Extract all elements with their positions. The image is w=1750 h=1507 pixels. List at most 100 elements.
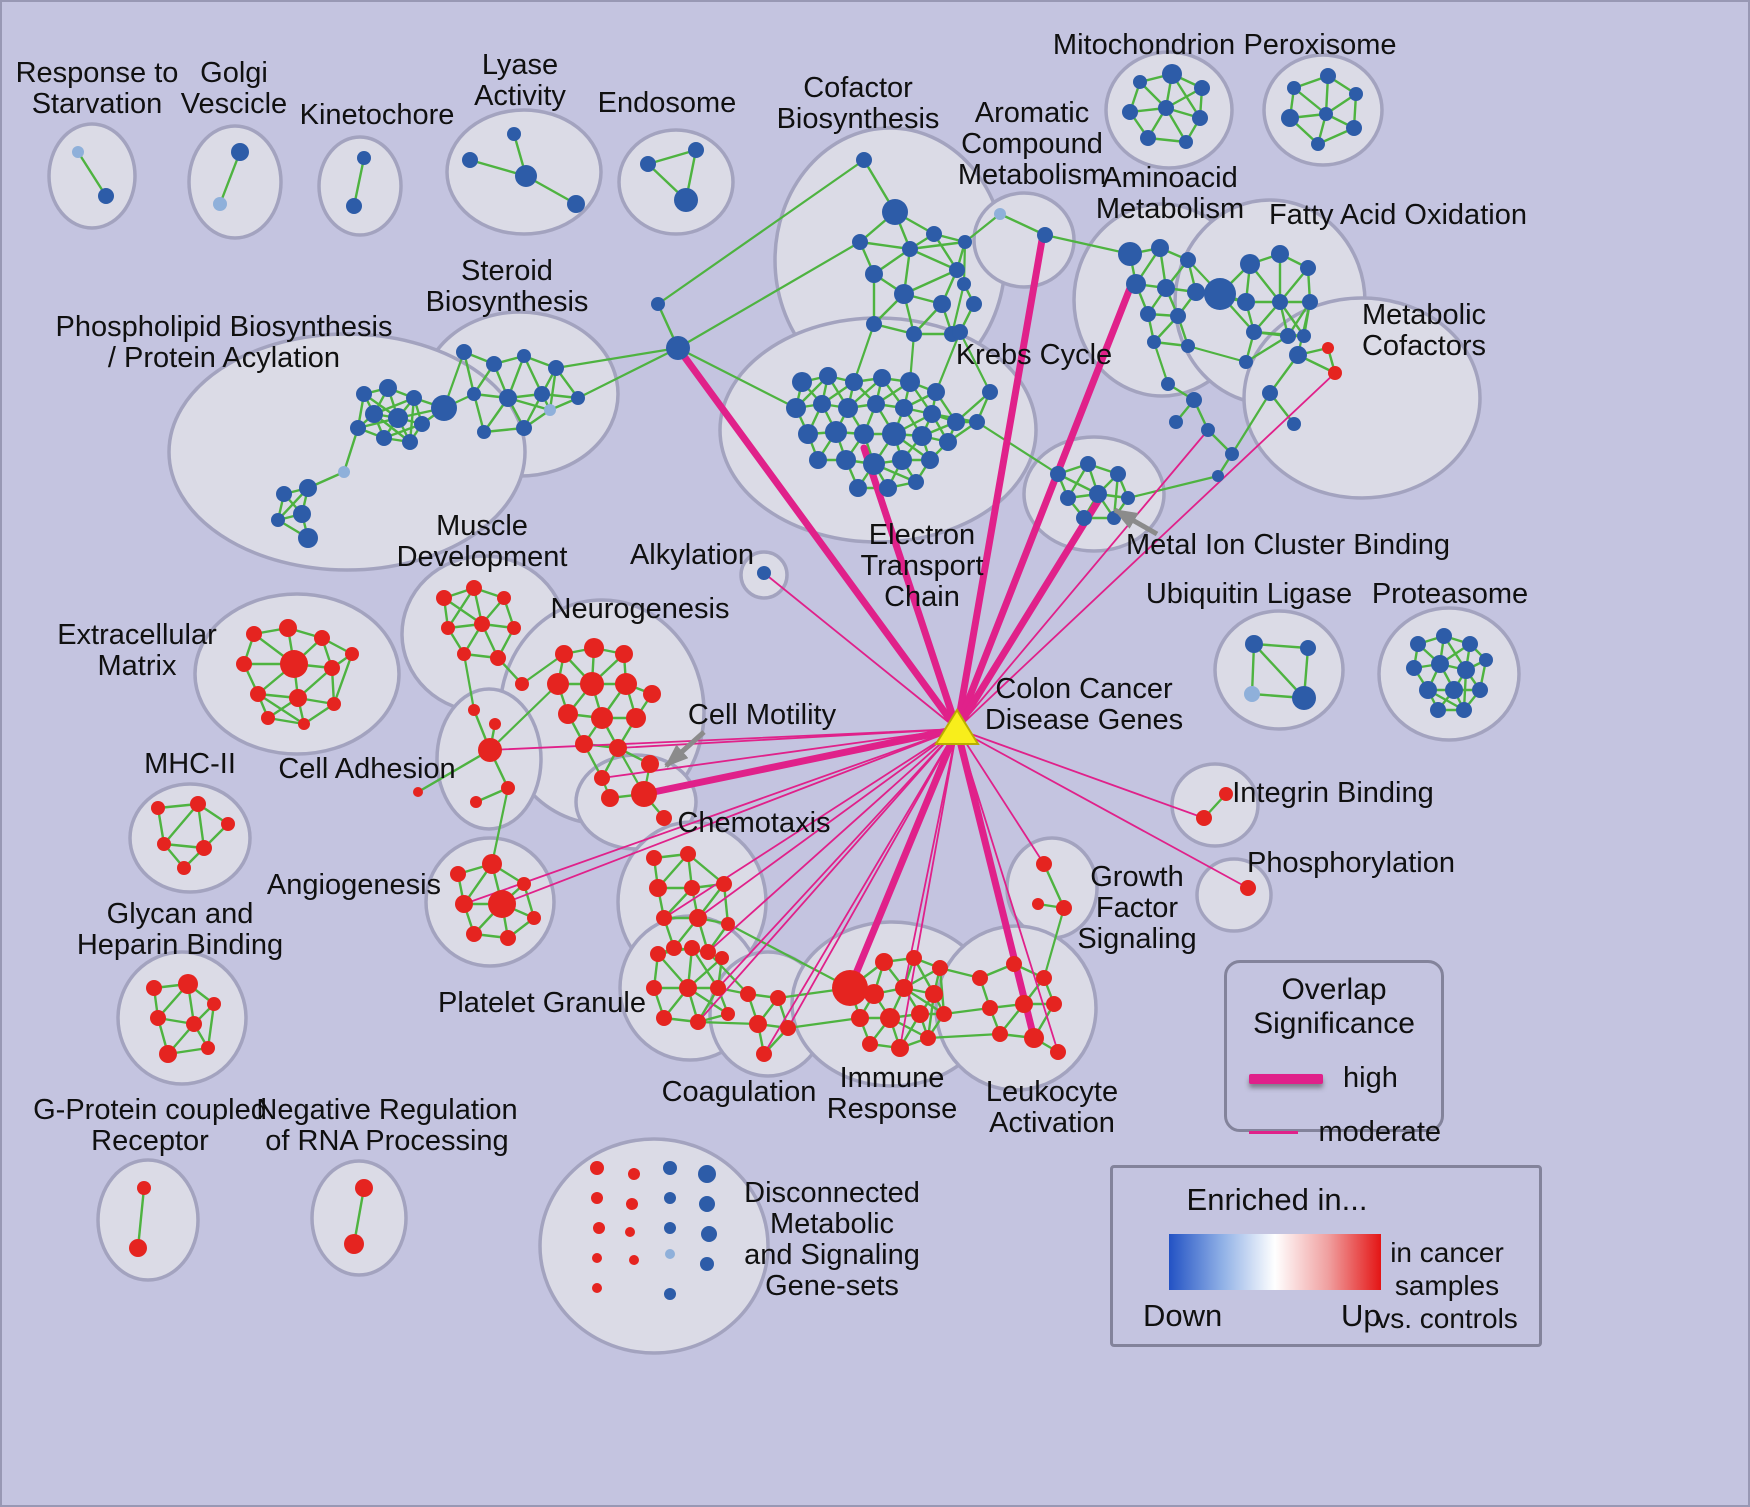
cluster-label-proteasome: Proteasome — [1372, 578, 1528, 610]
gene-set-node — [457, 647, 471, 661]
gene-set-node — [345, 647, 359, 661]
hub-edge-moderate — [663, 728, 958, 919]
hub-edge-moderate — [717, 728, 958, 989]
gene-set-node — [293, 505, 311, 523]
gene-set-node — [555, 645, 573, 663]
inter-cluster-edge — [488, 682, 560, 752]
gene-set-node — [656, 910, 672, 926]
gene-set-node — [201, 1041, 215, 1055]
gene-set-node — [314, 630, 330, 646]
gene-set-edge — [998, 212, 1047, 237]
gene-set-node — [1006, 956, 1022, 972]
cluster-label-angiogenesis: Angiogenesis — [267, 869, 441, 901]
gene-set-node — [895, 979, 913, 997]
gene-set-node — [470, 796, 482, 808]
gene-set-node — [157, 837, 171, 851]
gene-set-node — [276, 486, 292, 502]
cluster-g-protein-coupled-receptor-ellipse — [96, 1158, 200, 1282]
gene-set-node — [972, 970, 988, 986]
gene-set-node — [1036, 970, 1052, 986]
overlap-legend-title-line1: Overlap — [1281, 973, 1387, 1006]
gene-set-node — [699, 1196, 715, 1212]
gene-set-node — [1204, 278, 1236, 310]
gene-set-node — [1180, 252, 1196, 268]
gene-set-node — [716, 876, 732, 892]
gene-set-node — [689, 909, 707, 927]
gene-set-node — [770, 990, 786, 1006]
gene-set-node — [246, 626, 262, 642]
gene-set-node — [1118, 242, 1142, 266]
gene-set-node — [231, 143, 249, 161]
cluster-aromatic-compound-metabolism-ellipse — [972, 191, 1076, 289]
gene-set-node — [338, 466, 350, 478]
hub-edge-moderate — [601, 728, 958, 779]
inter-cluster-edge — [975, 420, 1060, 476]
inter-cluster-edge — [554, 346, 680, 370]
gene-set-node — [927, 383, 945, 401]
hub-edge-moderate — [763, 728, 958, 1055]
gene-set-node — [663, 1161, 677, 1175]
gene-set-node — [1302, 294, 1318, 310]
gene-set-node — [567, 195, 585, 213]
gene-set-node — [838, 398, 858, 418]
gene-set-node — [601, 789, 619, 807]
enrichment-note-line2: samples — [1394, 1270, 1500, 1301]
gene-set-node — [992, 1026, 1008, 1042]
gene-set-node — [499, 389, 517, 407]
gene-set-node — [809, 451, 827, 469]
gene-set-node — [517, 877, 531, 891]
gene-set-node — [651, 297, 665, 311]
gene-set-node — [515, 165, 537, 187]
enrichment-note: in cancer samples vs. controls — [1365, 1236, 1529, 1335]
gene-set-node — [299, 479, 317, 497]
gene-set-node — [177, 861, 191, 875]
inter-cluster-edge — [1042, 906, 1066, 980]
gene-set-node — [468, 704, 480, 716]
gene-set-node — [1194, 80, 1210, 96]
gene-set-node — [873, 369, 891, 387]
cluster-label-platelet-granule: Platelet Granule — [438, 987, 646, 1019]
gene-set-node — [1240, 880, 1256, 896]
inter-cluster-edge — [706, 950, 750, 996]
gene-set-node — [1196, 810, 1212, 826]
gene-set-node — [594, 770, 610, 786]
gene-set-node — [920, 1030, 936, 1046]
gene-set-node — [640, 156, 656, 172]
overlap-legend-title-line2: Significance — [1253, 1007, 1415, 1040]
gene-set-node — [615, 645, 633, 663]
inter-cluster-edge — [950, 282, 966, 336]
gene-set-node — [544, 404, 556, 416]
gene-set-node — [1281, 109, 1299, 127]
gene-set-node — [1201, 423, 1215, 437]
gene-set-node — [1050, 466, 1066, 482]
gene-set-node — [1161, 377, 1175, 391]
gene-set-node — [346, 198, 362, 214]
hub-edge-moderate — [956, 429, 1209, 730]
gene-set-node — [298, 718, 310, 730]
cluster-label-metal-ion-cluster-binding: Metal Ion Cluster Binding — [1126, 529, 1450, 561]
gene-set-node — [698, 1165, 716, 1183]
gene-set-node — [688, 142, 704, 158]
gene-set-node — [891, 1039, 909, 1057]
gene-set-node — [1462, 636, 1478, 652]
pointer-arrow — [1113, 507, 1159, 537]
gene-set-node — [186, 1016, 202, 1032]
gene-set-node — [516, 420, 532, 436]
gene-set-node — [1140, 130, 1156, 146]
enrichment-down-label: Down — [1143, 1298, 1223, 1333]
cluster-label-phosphorylation: Phosphorylation — [1247, 847, 1455, 879]
gene-set-node — [580, 672, 604, 696]
gene-set-node — [932, 960, 948, 976]
layer-nodes — [72, 64, 1493, 1300]
gene-set-node — [863, 453, 885, 475]
gene-set-node — [1080, 456, 1096, 472]
gene-set-node — [1186, 392, 1202, 408]
gene-set-node — [150, 1010, 166, 1026]
gene-set-node — [1319, 107, 1333, 121]
inter-cluster-edge — [963, 212, 1002, 244]
gene-set-node — [178, 974, 198, 994]
gene-set-node — [1056, 900, 1072, 916]
